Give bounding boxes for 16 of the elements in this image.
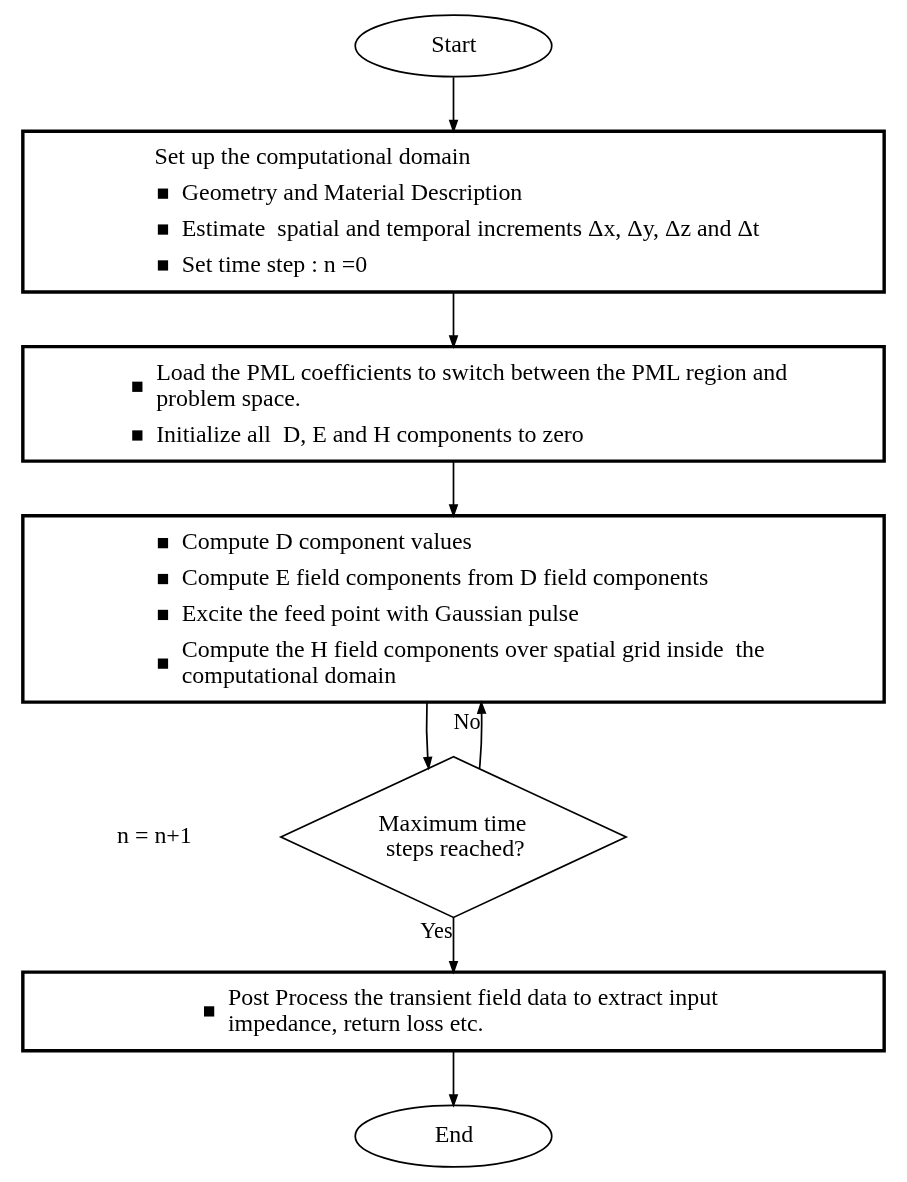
node-box: Compute D component values Compute E field components from D field components Excite the feed point with Gaussian pulse Compute the H field components over spatial grid inside the computational domain [21, 514, 886, 704]
edge-label: Yes [420, 918, 453, 944]
label: n = n+1 [117, 822, 192, 849]
node-box: Post Process the transient field data to extract input impedance, return loss etc. [21, 970, 886, 1053]
arrow [448, 291, 459, 350]
arrow [448, 1050, 459, 1108]
arrow [448, 460, 459, 518]
arrow [476, 700, 487, 770]
node-ellipse: Start [354, 14, 553, 78]
edge-label: No [453, 709, 481, 735]
node-box: Load the PML coefficients to switch between the PML region and problem space. Initialize all D, E and H components to zero [21, 344, 886, 463]
node-ellipse: End [354, 1104, 553, 1168]
arrow [448, 76, 459, 134]
arrow [448, 916, 459, 975]
node-box: Set up the computational domain Geometry and Material Description Estimate spatial and temporal increments Δx, Δy, Δz and Δt Set time step : n =0 [21, 129, 886, 294]
arrow [422, 701, 433, 771]
